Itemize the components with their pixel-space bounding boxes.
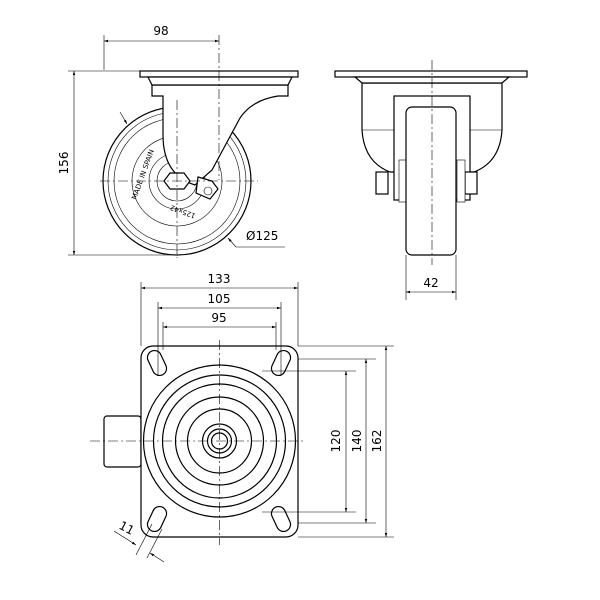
dim-42: 42 [423, 276, 438, 290]
fork [151, 84, 289, 186]
wheel-front [405, 106, 457, 256]
dim-133: 133 [208, 272, 231, 286]
top-plate-front [334, 70, 528, 78]
dim-120: 120 [329, 430, 343, 453]
axle-nut-right [464, 171, 478, 195]
side-view: MADE IN SPAIN 125x42 98 156 Ø125 [57, 24, 299, 258]
dim-98: 98 [153, 24, 168, 38]
dim-140: 140 [350, 430, 364, 453]
dim-156: 156 [57, 152, 71, 175]
dim-11: 11 [117, 518, 137, 538]
dim-162: 162 [370, 430, 384, 453]
wheel-marking-text: MADE IN SPAIN [130, 148, 156, 200]
wheel-size-marking: 125x42 [169, 203, 197, 220]
axle-nut-left [375, 171, 389, 195]
mounting-slots [146, 349, 292, 533]
front-view: 42 [334, 60, 528, 300]
dim-diameter-125: Ø125 [246, 229, 278, 243]
brake-tab [103, 415, 142, 468]
brake-lever [195, 176, 219, 200]
dim-105: 105 [208, 292, 231, 306]
dim-95: 95 [211, 311, 226, 325]
plate-view: 133 105 95 120 140 162 11 [90, 272, 394, 563]
